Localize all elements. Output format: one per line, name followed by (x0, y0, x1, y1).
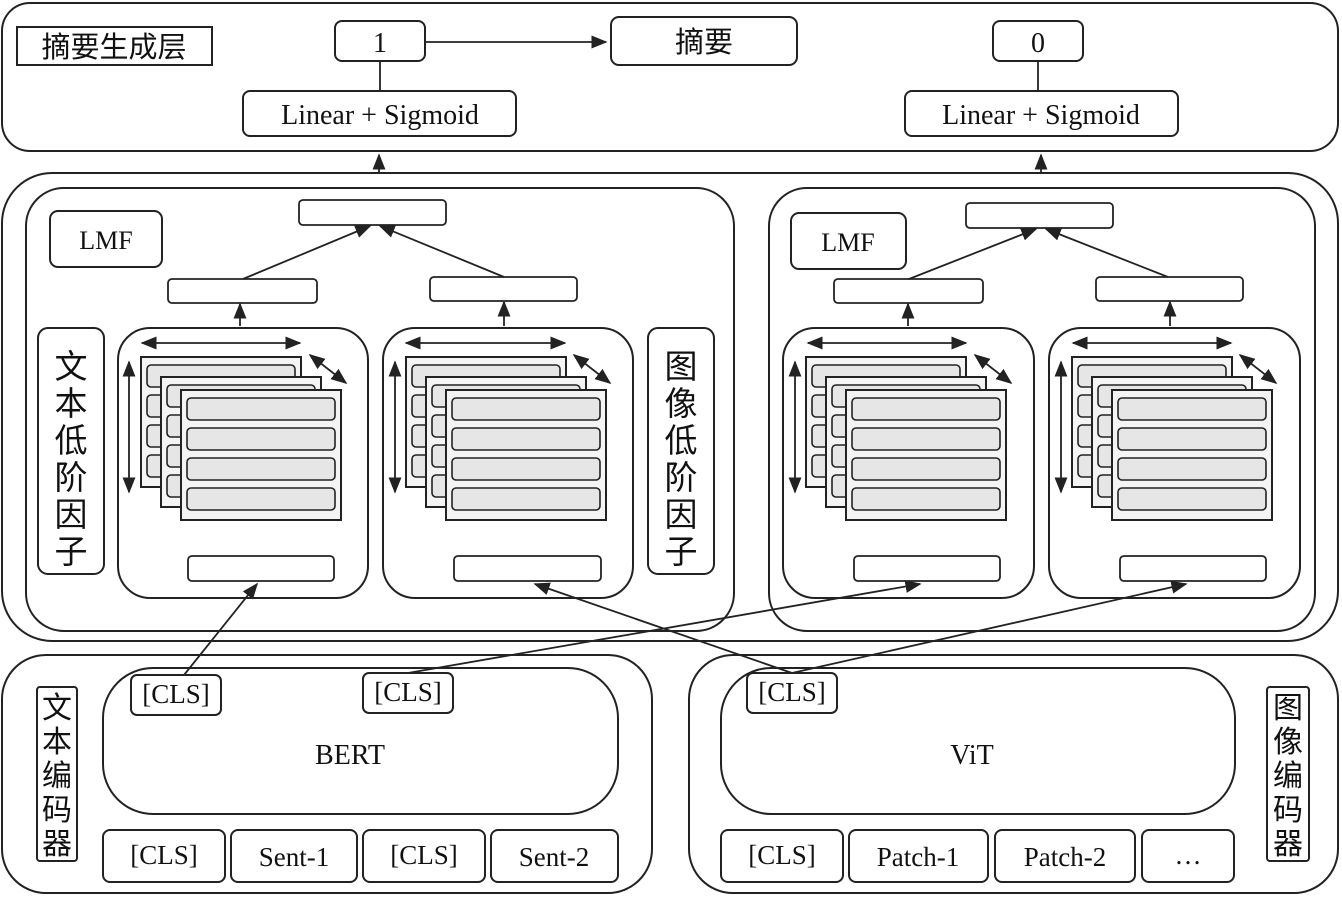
svg-text:…: … (1175, 840, 1202, 870)
text-encoder-label: 文 本 编 码 器 (42, 692, 72, 861)
svg-text:器: 器 (42, 828, 72, 861)
svg-text:本: 本 (42, 726, 72, 759)
svg-text:文: 文 (55, 349, 88, 386)
image-encoder: 图 像 编 码 器 ViT [CLS] [CLS] Patch-1 Patch-… (688, 654, 1339, 894)
svg-text:阶: 阶 (55, 460, 88, 497)
svg-text:[CLS]: [CLS] (130, 840, 198, 870)
bert-cls-output-2: [CLS] (362, 672, 454, 714)
svg-text:因: 因 (55, 498, 88, 534)
right-output-node: 0 (992, 20, 1084, 62)
right-linear-sigmoid: Linear + Sigmoid (904, 90, 1179, 137)
svg-text:像: 像 (1273, 726, 1303, 759)
svg-text:Patch-2: Patch-2 (1024, 842, 1106, 872)
svg-text:编: 编 (42, 760, 72, 793)
svg-text:低: 低 (665, 423, 698, 460)
fusion-layer: LMF 文 本 低 阶 因 子 图 像 低 阶 因 (1, 172, 1339, 642)
right-text-factor-tensor (782, 327, 1035, 599)
svg-text:Patch-1: Patch-1 (877, 842, 959, 872)
image-factor-tensor (382, 327, 634, 599)
image-factor-label: 图 像 低 阶 因 子 (665, 350, 698, 571)
image-encoder-label: 图 像 编 码 器 (1273, 692, 1303, 861)
svg-text:编: 编 (1273, 760, 1303, 793)
summary-node: 摘要 (610, 16, 798, 66)
svg-text:[CLS]: [CLS] (758, 677, 826, 707)
svg-text:像: 像 (665, 386, 698, 423)
svg-text:[CLS]: [CLS] (390, 840, 458, 870)
svg-text:低: 低 (55, 423, 88, 460)
svg-text:Sent-2: Sent-2 (519, 842, 590, 872)
right-output-value: 0 (1031, 28, 1045, 59)
image-token-1: Patch-1 (848, 829, 989, 883)
bert-block: BERT (102, 667, 619, 815)
right-lmf-module: LMF (768, 187, 1316, 632)
vit-cls-output: [CLS] (746, 672, 838, 714)
vit-label: ViT (950, 740, 993, 771)
svg-text:码: 码 (1273, 794, 1303, 827)
left-output-value: 1 (373, 28, 387, 59)
text-token-3: Sent-2 (490, 829, 619, 883)
text-token-0: [CLS] (102, 829, 226, 883)
image-token-2: Patch-2 (994, 829, 1136, 883)
text-token-2: [CLS] (362, 829, 486, 883)
left-output-node: 1 (334, 20, 426, 62)
summary-layer-title: 摘要生成层 (41, 31, 186, 64)
svg-text:图: 图 (1273, 692, 1303, 725)
text-factor-label: 文 本 低 阶 因 子 (55, 349, 88, 571)
right-image-factor-tensor (1048, 327, 1301, 599)
svg-text:因: 因 (665, 498, 698, 534)
svg-text:本: 本 (55, 386, 88, 423)
left-lmf-module: LMF 文 本 低 阶 因 子 图 像 低 阶 因 (25, 187, 735, 632)
image-token-3: … (1141, 829, 1235, 883)
left-head-label: Linear + Sigmoid (281, 100, 479, 131)
text-token-1: Sent-1 (230, 829, 358, 883)
svg-text:子: 子 (55, 535, 88, 571)
vit-block: ViT (720, 667, 1236, 815)
svg-text:[CLS]: [CLS] (374, 677, 442, 707)
bert-label: BERT (315, 740, 385, 771)
svg-text:Sent-1: Sent-1 (259, 842, 330, 872)
svg-text:阶: 阶 (665, 460, 698, 497)
bert-cls-output-1: [CLS] (130, 674, 222, 716)
summary-layer: 摘要生成层 1 摘要 Linear + Sigmoid 0 Linear + S… (1, 2, 1339, 152)
cls-connections (183, 580, 1188, 676)
svg-text:文: 文 (42, 692, 72, 725)
image-token-0: [CLS] (720, 829, 844, 883)
svg-text:[CLS]: [CLS] (748, 840, 816, 870)
svg-text:码: 码 (42, 794, 72, 827)
text-factor-tensor (117, 327, 369, 599)
right-lmf-label: LMF (821, 228, 874, 257)
text-encoder: 文 本 编 码 器 BERT [CLS] [CLS] [CLS] Sent-1 (1, 654, 653, 894)
left-linear-sigmoid: Linear + Sigmoid (242, 90, 517, 137)
right-head-label: Linear + Sigmoid (942, 100, 1140, 131)
svg-text:器: 器 (1273, 828, 1303, 861)
left-lmf-label: LMF (79, 226, 132, 255)
svg-text:[CLS]: [CLS] (142, 679, 210, 709)
svg-text:图: 图 (665, 350, 698, 386)
summary-label: 摘要 (675, 26, 733, 59)
svg-text:子: 子 (665, 535, 698, 571)
